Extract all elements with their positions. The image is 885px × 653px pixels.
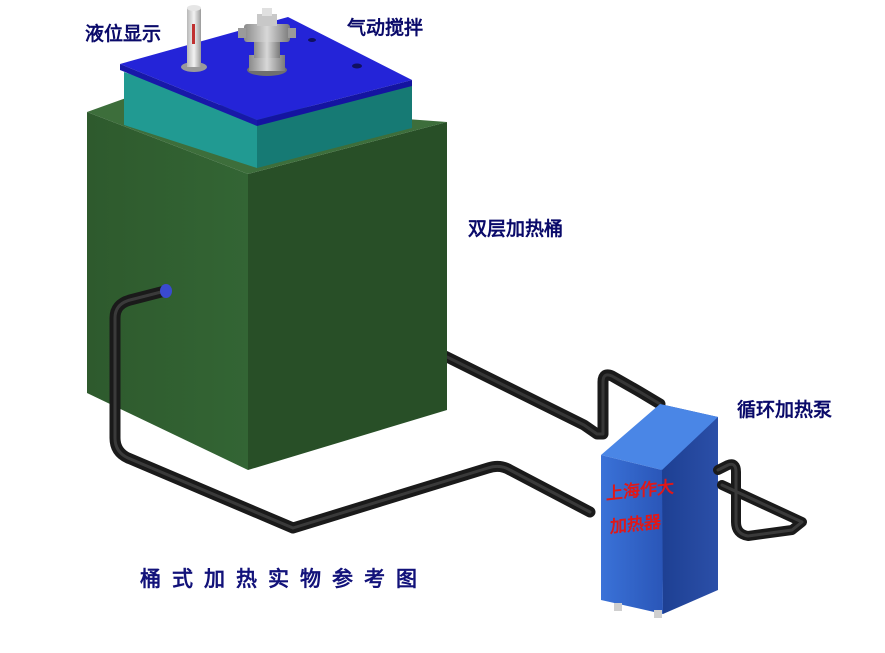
pump-top-face bbox=[601, 404, 718, 470]
pump-front-face bbox=[601, 455, 663, 614]
level-gauge bbox=[181, 5, 207, 72]
label-level-display: 液位显示 bbox=[85, 23, 162, 45]
tank-inner-band-side bbox=[257, 84, 412, 168]
pneumatic-stirrer bbox=[238, 8, 296, 76]
pump-loop-pipe bbox=[713, 459, 807, 541]
label-pneumatic-stirrer: 气动搅拌 bbox=[347, 17, 424, 39]
label-circulation-pump: 循环加热泵 bbox=[737, 399, 833, 421]
label-double-layer-tank: 双层加热桶 bbox=[468, 218, 564, 240]
tank-side-face bbox=[248, 122, 447, 470]
figure-caption: 桶式加热实物参考图 bbox=[140, 567, 428, 591]
tank-inner-band-front bbox=[124, 72, 257, 168]
pipe-inlet-cap bbox=[160, 284, 172, 298]
outlet-pipe bbox=[439, 350, 666, 440]
